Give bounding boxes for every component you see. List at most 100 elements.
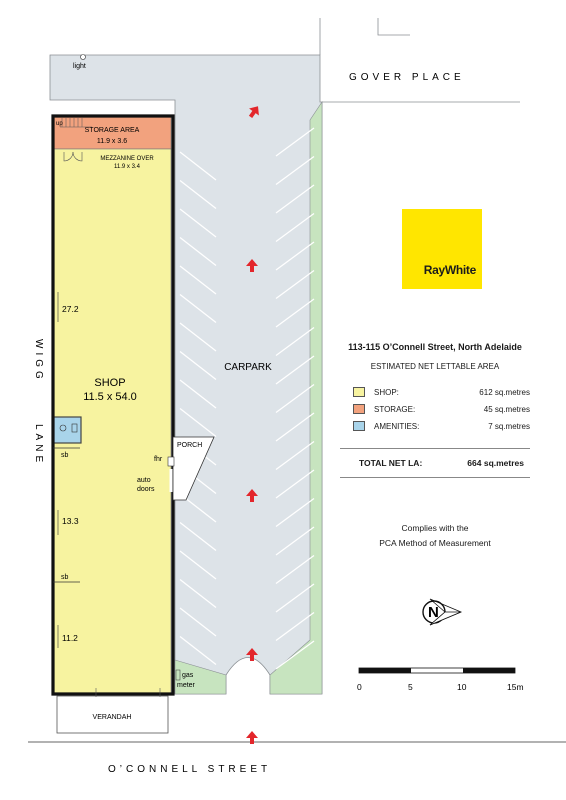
- parking-bay-line: [179, 635, 217, 666]
- scale-tick-15: 15m: [507, 682, 524, 692]
- divider-top: [340, 448, 530, 449]
- legend-row-shop: SHOP: 612 sq.metres: [340, 386, 530, 403]
- gas-label: gas: [182, 672, 194, 679]
- parking-bay-line: [275, 440, 315, 471]
- parking-bay-line: [275, 640, 315, 670]
- fhr-label: fhr: [154, 456, 163, 463]
- verandah-label: VERANDAH: [93, 714, 132, 721]
- street-oconnell: O’CONNELL STREET: [108, 764, 271, 775]
- parking-bays-right: [275, 127, 315, 670]
- legend-swatch-shop: [353, 387, 365, 397]
- legend-name: AMENITIES:: [374, 422, 420, 431]
- parking-bay-line: [275, 497, 315, 528]
- legend-name: SHOP:: [374, 388, 399, 397]
- legend-value: 612 sq.metres: [479, 388, 530, 397]
- legend-name: STORAGE:: [374, 405, 416, 414]
- parking-bay-line: [179, 407, 217, 438]
- north-label: N: [428, 604, 439, 621]
- porch-label: PORCH: [177, 442, 202, 449]
- parking-bay-line: [275, 412, 315, 442]
- mezzanine-dims: 11.9 x 3.4: [114, 164, 141, 170]
- legend-swatch-storage: [353, 404, 365, 414]
- brand-name: RayWhite: [423, 263, 477, 277]
- red-arrow-icon: [246, 489, 258, 502]
- sb-label-1: sb: [61, 452, 69, 459]
- parking-bay-line: [179, 521, 217, 552]
- parking-bay-line: [275, 526, 315, 556]
- doors-label: doors: [137, 486, 155, 493]
- north-arrow-icon: N: [422, 598, 463, 626]
- total-label: TOTAL NET LA:: [359, 458, 423, 468]
- building-walls: [51, 114, 175, 696]
- dimension-11-2: 11.2: [62, 633, 78, 643]
- legend-value: 45 sq.metres: [483, 405, 530, 414]
- scale-tick-0: 0: [357, 682, 362, 692]
- auto-label: auto: [137, 477, 151, 484]
- light-label: light: [73, 63, 86, 70]
- storage-area-label: STORAGE AREA: [85, 127, 140, 134]
- dimension-27-2: 27.2: [62, 304, 79, 314]
- scale-tick-10: 10: [457, 682, 467, 692]
- compliance-line-1: Complies with the: [401, 523, 469, 533]
- parking-bay-line: [275, 269, 315, 300]
- parking-bay-line: [179, 350, 217, 381]
- meter-label: meter: [177, 682, 196, 689]
- legend-row-storage: STORAGE: 45 sq.metres: [340, 403, 530, 420]
- parking-bay-line: [275, 611, 315, 642]
- parking-bay-line: [179, 236, 217, 267]
- parking-bay-line: [179, 379, 217, 409]
- storage-area-dims: 11.9 x 3.6: [97, 138, 127, 145]
- raywhite-logo: RayWhite: [402, 209, 482, 289]
- mezzanine-label: MEZZANINE OVER: [100, 156, 154, 162]
- divider-bottom: [340, 477, 530, 478]
- scale-tick-5: 5: [408, 682, 413, 692]
- parking-bay-line: [179, 208, 217, 238]
- area-legend: SHOP: 612 sq.metres STORAGE: 45 sq.metre…: [340, 386, 530, 437]
- parking-bay-line: [179, 265, 217, 295]
- legend-swatch-amenities: [353, 421, 365, 431]
- parking-bay-line: [275, 212, 315, 243]
- parking-bay-line: [275, 241, 315, 271]
- carpark-label: CARPARK: [224, 362, 272, 373]
- parking-bay-line: [275, 184, 315, 214]
- parking-bay-line: [275, 155, 315, 186]
- parking-bay-line: [275, 298, 315, 328]
- red-arrow-icon: [246, 648, 258, 661]
- total-value: 664 sq.metres: [467, 458, 524, 468]
- red-arrow-icon: [246, 259, 258, 272]
- street-wigg: WIGG: [33, 339, 44, 383]
- porch: [172, 436, 215, 501]
- parking-bay-line: [275, 127, 315, 157]
- parking-bay-line: [275, 583, 315, 613]
- property-address: 113-115 O’Connell Street, North Adelaide: [348, 342, 522, 352]
- landscape-strip-left: [174, 659, 227, 695]
- parking-bay-line: [179, 151, 217, 181]
- verandah: [56, 695, 169, 734]
- legend-row-amenities: AMENITIES: 7 sq.metres: [340, 420, 530, 437]
- parking-bay-line: [179, 550, 217, 580]
- parking-bay-line: [179, 578, 217, 609]
- parking-bay-line: [275, 554, 315, 585]
- parking-bay-line: [179, 322, 217, 352]
- street-lane: LANE: [33, 424, 44, 466]
- parking-bay-line: [275, 326, 315, 357]
- area-subtitle: ESTIMATED NET LETTABLE AREA: [370, 362, 500, 371]
- parking-bay-line: [179, 293, 217, 324]
- parking-bay-line: [275, 355, 315, 385]
- dimension-13-3: 13.3: [62, 516, 79, 526]
- parking-bays-left: [179, 151, 217, 666]
- street-gover-place: GOVER PLACE: [349, 72, 465, 83]
- parking-bay-line: [179, 179, 217, 210]
- legend-value: 7 sq.metres: [488, 422, 530, 431]
- red-arrow-icon: [248, 106, 259, 119]
- sb-label-2: sb: [61, 574, 69, 581]
- compliance-line-2: PCA Method of Measurement: [379, 538, 491, 548]
- scale-bar: 0 5 10 15m: [357, 667, 524, 692]
- shop-dims: 11.5 x 54.0: [83, 391, 137, 403]
- shop-label: SHOP: [94, 377, 125, 389]
- parking-bay-line: [179, 607, 217, 637]
- red-arrow-icon: [246, 731, 258, 744]
- parking-bay-line: [275, 383, 315, 414]
- compliance-note: Complies with the PCA Method of Measurem…: [340, 521, 530, 551]
